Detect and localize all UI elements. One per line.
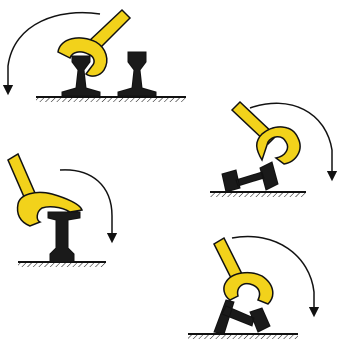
- rail-tipped: [214, 300, 270, 334]
- panel-step-1: [8, 10, 186, 102]
- rail-tool: [232, 102, 300, 164]
- rail-tilted: [222, 162, 278, 192]
- tool-claw: [257, 127, 300, 164]
- tool-claw: [224, 273, 273, 304]
- panel-step-3: [8, 154, 112, 267]
- panel-step-4: [188, 237, 314, 339]
- rail-tool: [214, 238, 273, 304]
- rail-right: [118, 52, 156, 96]
- panel-step-2: [210, 102, 332, 197]
- rail-tool: [58, 10, 130, 76]
- tool-claw: [18, 192, 83, 226]
- rail-upright: [48, 212, 80, 262]
